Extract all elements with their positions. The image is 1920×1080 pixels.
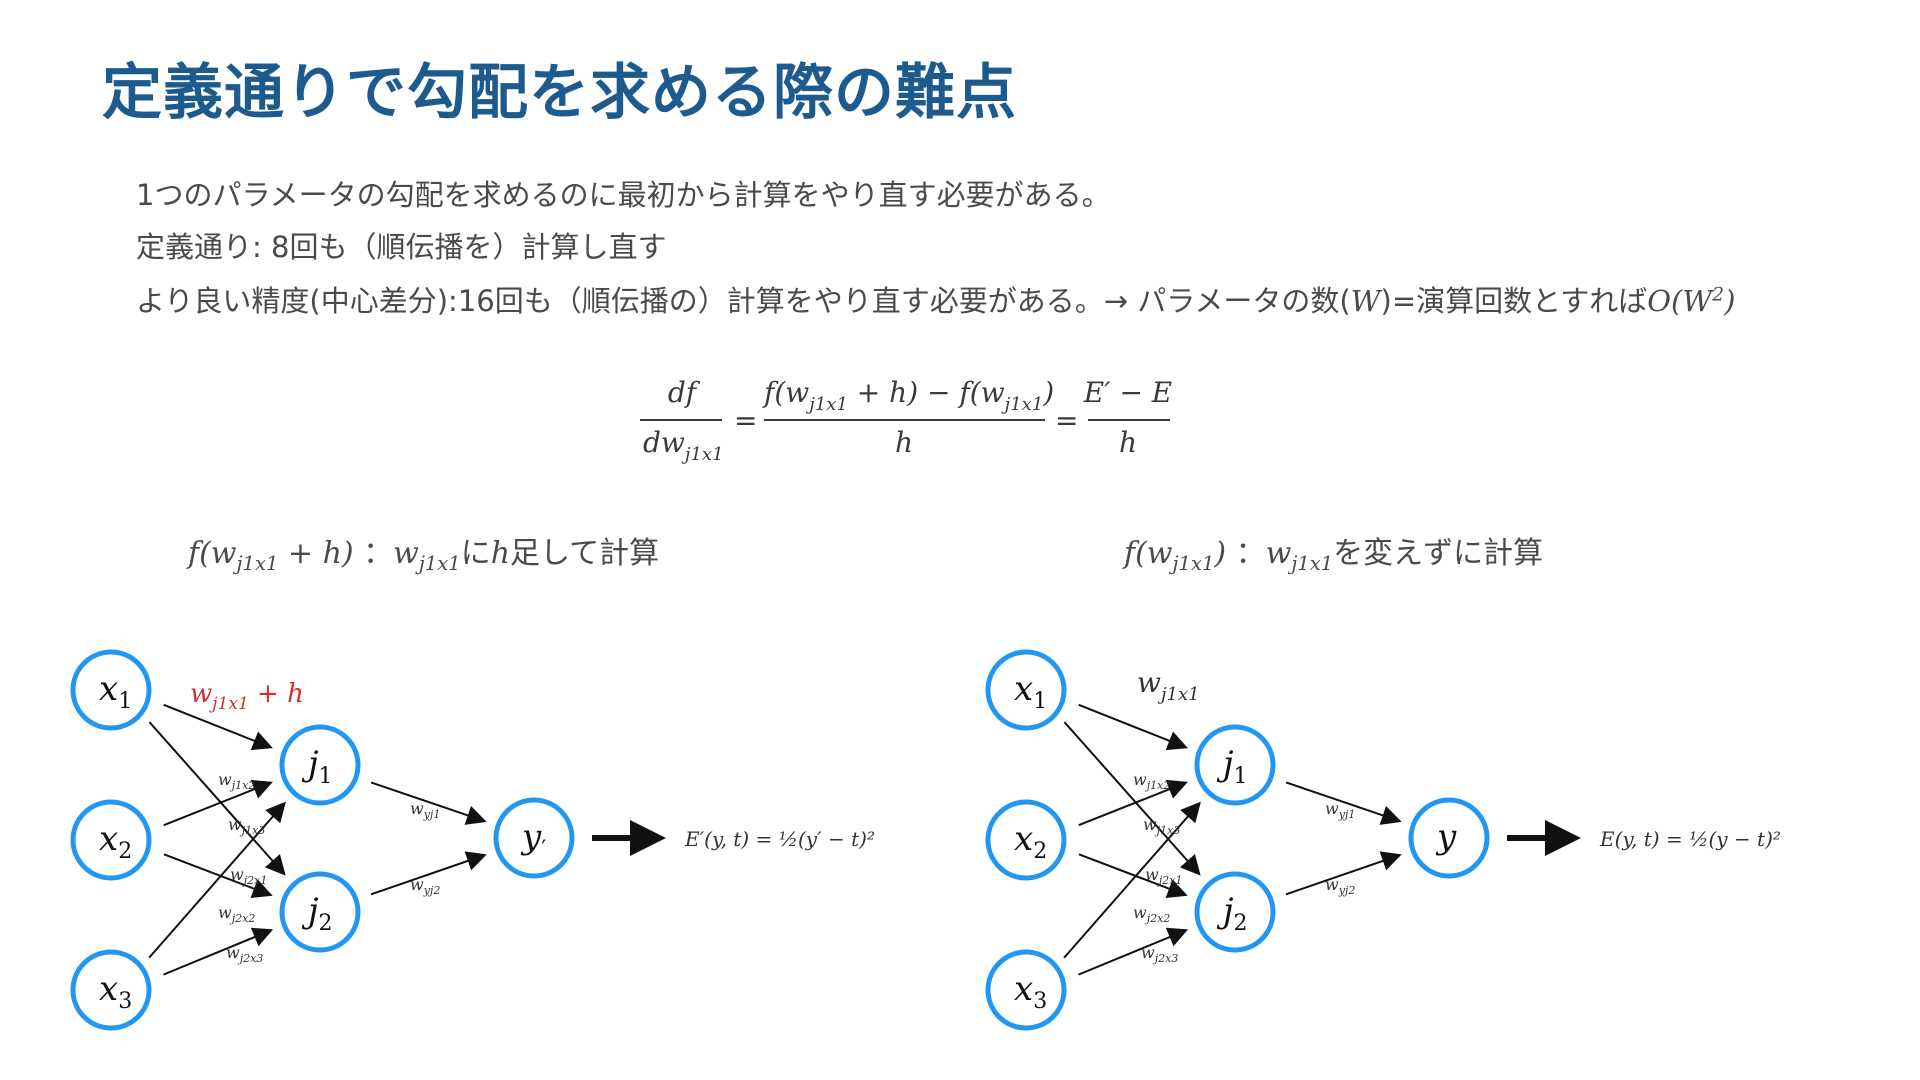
network-left: x1x2x3j1j2y′wj1x2wj1x3wj2x1wj2x2wj2x3wyj… bbox=[70, 649, 875, 1031]
node-j2 bbox=[279, 871, 361, 953]
edge-x3-j1 bbox=[148, 801, 286, 959]
node-j1 bbox=[1194, 724, 1276, 806]
edge-x3-j1 bbox=[1063, 801, 1201, 959]
weight-label-wj1x2: wj1x2 bbox=[218, 770, 255, 792]
weight-label-wj2x1: wj2x1 bbox=[230, 865, 267, 887]
weight-top: wj1x1 bbox=[1137, 666, 1200, 705]
weight-label-wj2x1: wj2x1 bbox=[1145, 865, 1182, 887]
edge-j1-y bbox=[370, 781, 487, 825]
edge-x3-j2 bbox=[163, 927, 274, 976]
weight-label-wj2x2: wj2x2 bbox=[218, 903, 255, 925]
weight-label-wyj1: wyj1 bbox=[1325, 799, 1355, 821]
edge-j1-y bbox=[1285, 781, 1402, 825]
loss-label: E′(y, t) = ½(y′ − t)² bbox=[684, 827, 875, 851]
node-label-x2: x2 bbox=[1014, 819, 1047, 864]
weight-label-wj2x3: wj2x3 bbox=[226, 943, 263, 965]
edge-j2-y bbox=[370, 851, 487, 896]
weight-label-wyj2: wyj2 bbox=[410, 875, 440, 897]
node-x2 bbox=[985, 799, 1067, 881]
node-x2 bbox=[70, 799, 152, 881]
edge-x2-j1 bbox=[1078, 779, 1188, 827]
loss-label: E(y, t) = ½(y − t)² bbox=[1599, 827, 1781, 851]
edge-x1-j2 bbox=[1063, 721, 1201, 876]
bullet-3-text: より良い精度(中心差分):16回も（順伝播の）計算をやり直す必要がある。→ パラ… bbox=[136, 284, 1351, 318]
edge-x2-j2 bbox=[1078, 853, 1188, 898]
edge-x1-j2 bbox=[148, 721, 286, 876]
node-x3 bbox=[70, 949, 152, 1031]
node-y bbox=[493, 797, 575, 879]
weight-label-wj2x2: wj2x2 bbox=[1133, 903, 1170, 925]
weight-label-wj2x3: wj2x3 bbox=[1141, 943, 1178, 965]
bullet-2: 定義通り: 8回も（順伝播を）計算し直す bbox=[136, 230, 667, 264]
node-x3 bbox=[985, 949, 1067, 1031]
bullet-3-w: W bbox=[1350, 284, 1381, 318]
weight-label-wj1x3: wj1x3 bbox=[1143, 815, 1180, 837]
node-j1 bbox=[279, 724, 361, 806]
bullet-3-order: O(W2) bbox=[1647, 284, 1736, 318]
node-label-x3: x3 bbox=[99, 969, 132, 1014]
node-label-x1: x1 bbox=[1014, 669, 1047, 714]
weight-label-wyj1: wyj1 bbox=[410, 799, 440, 821]
node-x1 bbox=[985, 649, 1067, 731]
weight-highlight: wj1x1 + h bbox=[190, 679, 304, 714]
node-label-x1: x1 bbox=[99, 669, 132, 714]
edge-x3-j2 bbox=[1078, 927, 1189, 976]
node-j2 bbox=[1194, 871, 1276, 953]
node-label-y: y′ bbox=[520, 817, 546, 862]
slide-title: 定義通りで勾配を求める際の難点 bbox=[102, 58, 1017, 128]
edge-j2-y bbox=[1285, 851, 1402, 896]
weight-label-wyj2: wyj2 bbox=[1325, 875, 1355, 897]
edge-x1-j1 bbox=[1078, 703, 1188, 751]
node-label-x2: x2 bbox=[99, 819, 132, 864]
edge-x1-j1 bbox=[163, 703, 273, 751]
network-right: x1x2x3j1j2ywj1x2wj1x3wj2x1wj2x2wj2x3wyj1… bbox=[985, 649, 1781, 1031]
bullet-1: 1つのパラメータの勾配を求めるのに最初から計算をやり直す必要がある。 bbox=[136, 178, 1111, 212]
node-y bbox=[1408, 797, 1490, 879]
weight-label-wj1x2: wj1x2 bbox=[1133, 770, 1170, 792]
caption-right: f(wj1x1) ：wj1x1を変えずに計算 bbox=[1124, 536, 1544, 575]
bullet-3-text-2: )=演算回数とすれば bbox=[1380, 284, 1648, 318]
weight-label-wj1x3: wj1x3 bbox=[228, 815, 265, 837]
node-label-y: y bbox=[1435, 817, 1457, 857]
edge-x2-j1 bbox=[163, 779, 273, 827]
node-label-x3: x3 bbox=[1014, 969, 1047, 1014]
caption-left: f(wj1x1 + h) ：wj1x1にh足して計算 bbox=[188, 536, 660, 575]
bullet-3: より良い精度(中心差分):16回も（順伝播の）計算をやり直す必要がある。→ パラ… bbox=[136, 278, 1735, 320]
edge-x2-j2 bbox=[163, 853, 273, 898]
node-x1 bbox=[70, 649, 152, 731]
